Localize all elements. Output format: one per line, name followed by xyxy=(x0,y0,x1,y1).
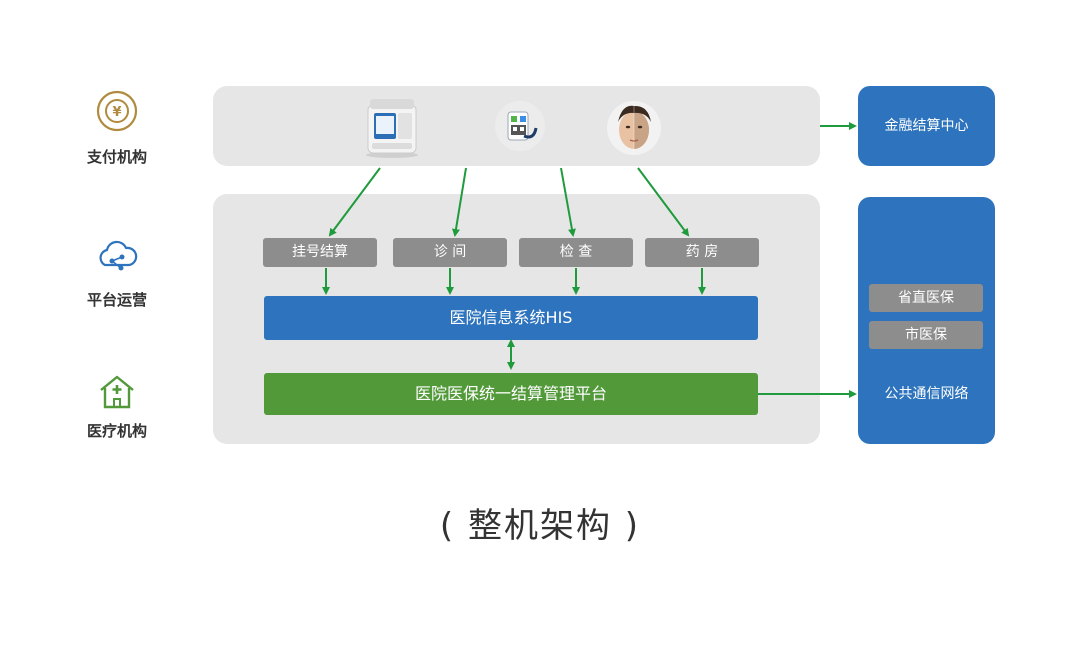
side-label-platform: 平台运营 xyxy=(86,291,147,309)
dept-examination: 检 查 xyxy=(519,238,633,267)
public-network-box xyxy=(858,197,995,444)
payment-coin-icon: ¥ xyxy=(96,90,138,132)
dept-consultation: 诊 间 xyxy=(393,238,507,267)
his-box: 医院信息系统HIS xyxy=(264,296,758,340)
self-service-terminal-icon xyxy=(366,99,418,158)
public-network-label: 公共通信网络 xyxy=(884,386,969,402)
municipal-insurance-chip: 市医保 xyxy=(869,321,983,349)
arrow-device-to-registration xyxy=(328,167,381,237)
arrow-device-to-consultation xyxy=(452,167,467,237)
cloud-icon xyxy=(99,240,138,271)
arrow-device-to-examination xyxy=(560,167,576,237)
finance-center-box: 金融结算中心 xyxy=(858,86,995,166)
settlement-platform-box: 医院医保统一结算管理平台 xyxy=(264,373,758,415)
side-label-medical: 医疗机构 xyxy=(86,422,147,440)
mobile-payment-icon xyxy=(495,101,545,151)
hospital-icon xyxy=(100,375,134,409)
dept-pharmacy: 药 房 xyxy=(645,238,759,267)
arrow-device-to-pharmacy xyxy=(637,167,690,237)
side-label-payment: 支付机构 xyxy=(86,148,147,166)
svg-text:¥: ¥ xyxy=(112,105,121,120)
face-recognition-icon xyxy=(607,101,661,155)
diagram-caption: ( 整机架构 ) xyxy=(439,506,641,546)
provincial-insurance-chip: 省直医保 xyxy=(869,284,983,312)
dept-registration: 挂号结算 xyxy=(263,238,377,267)
